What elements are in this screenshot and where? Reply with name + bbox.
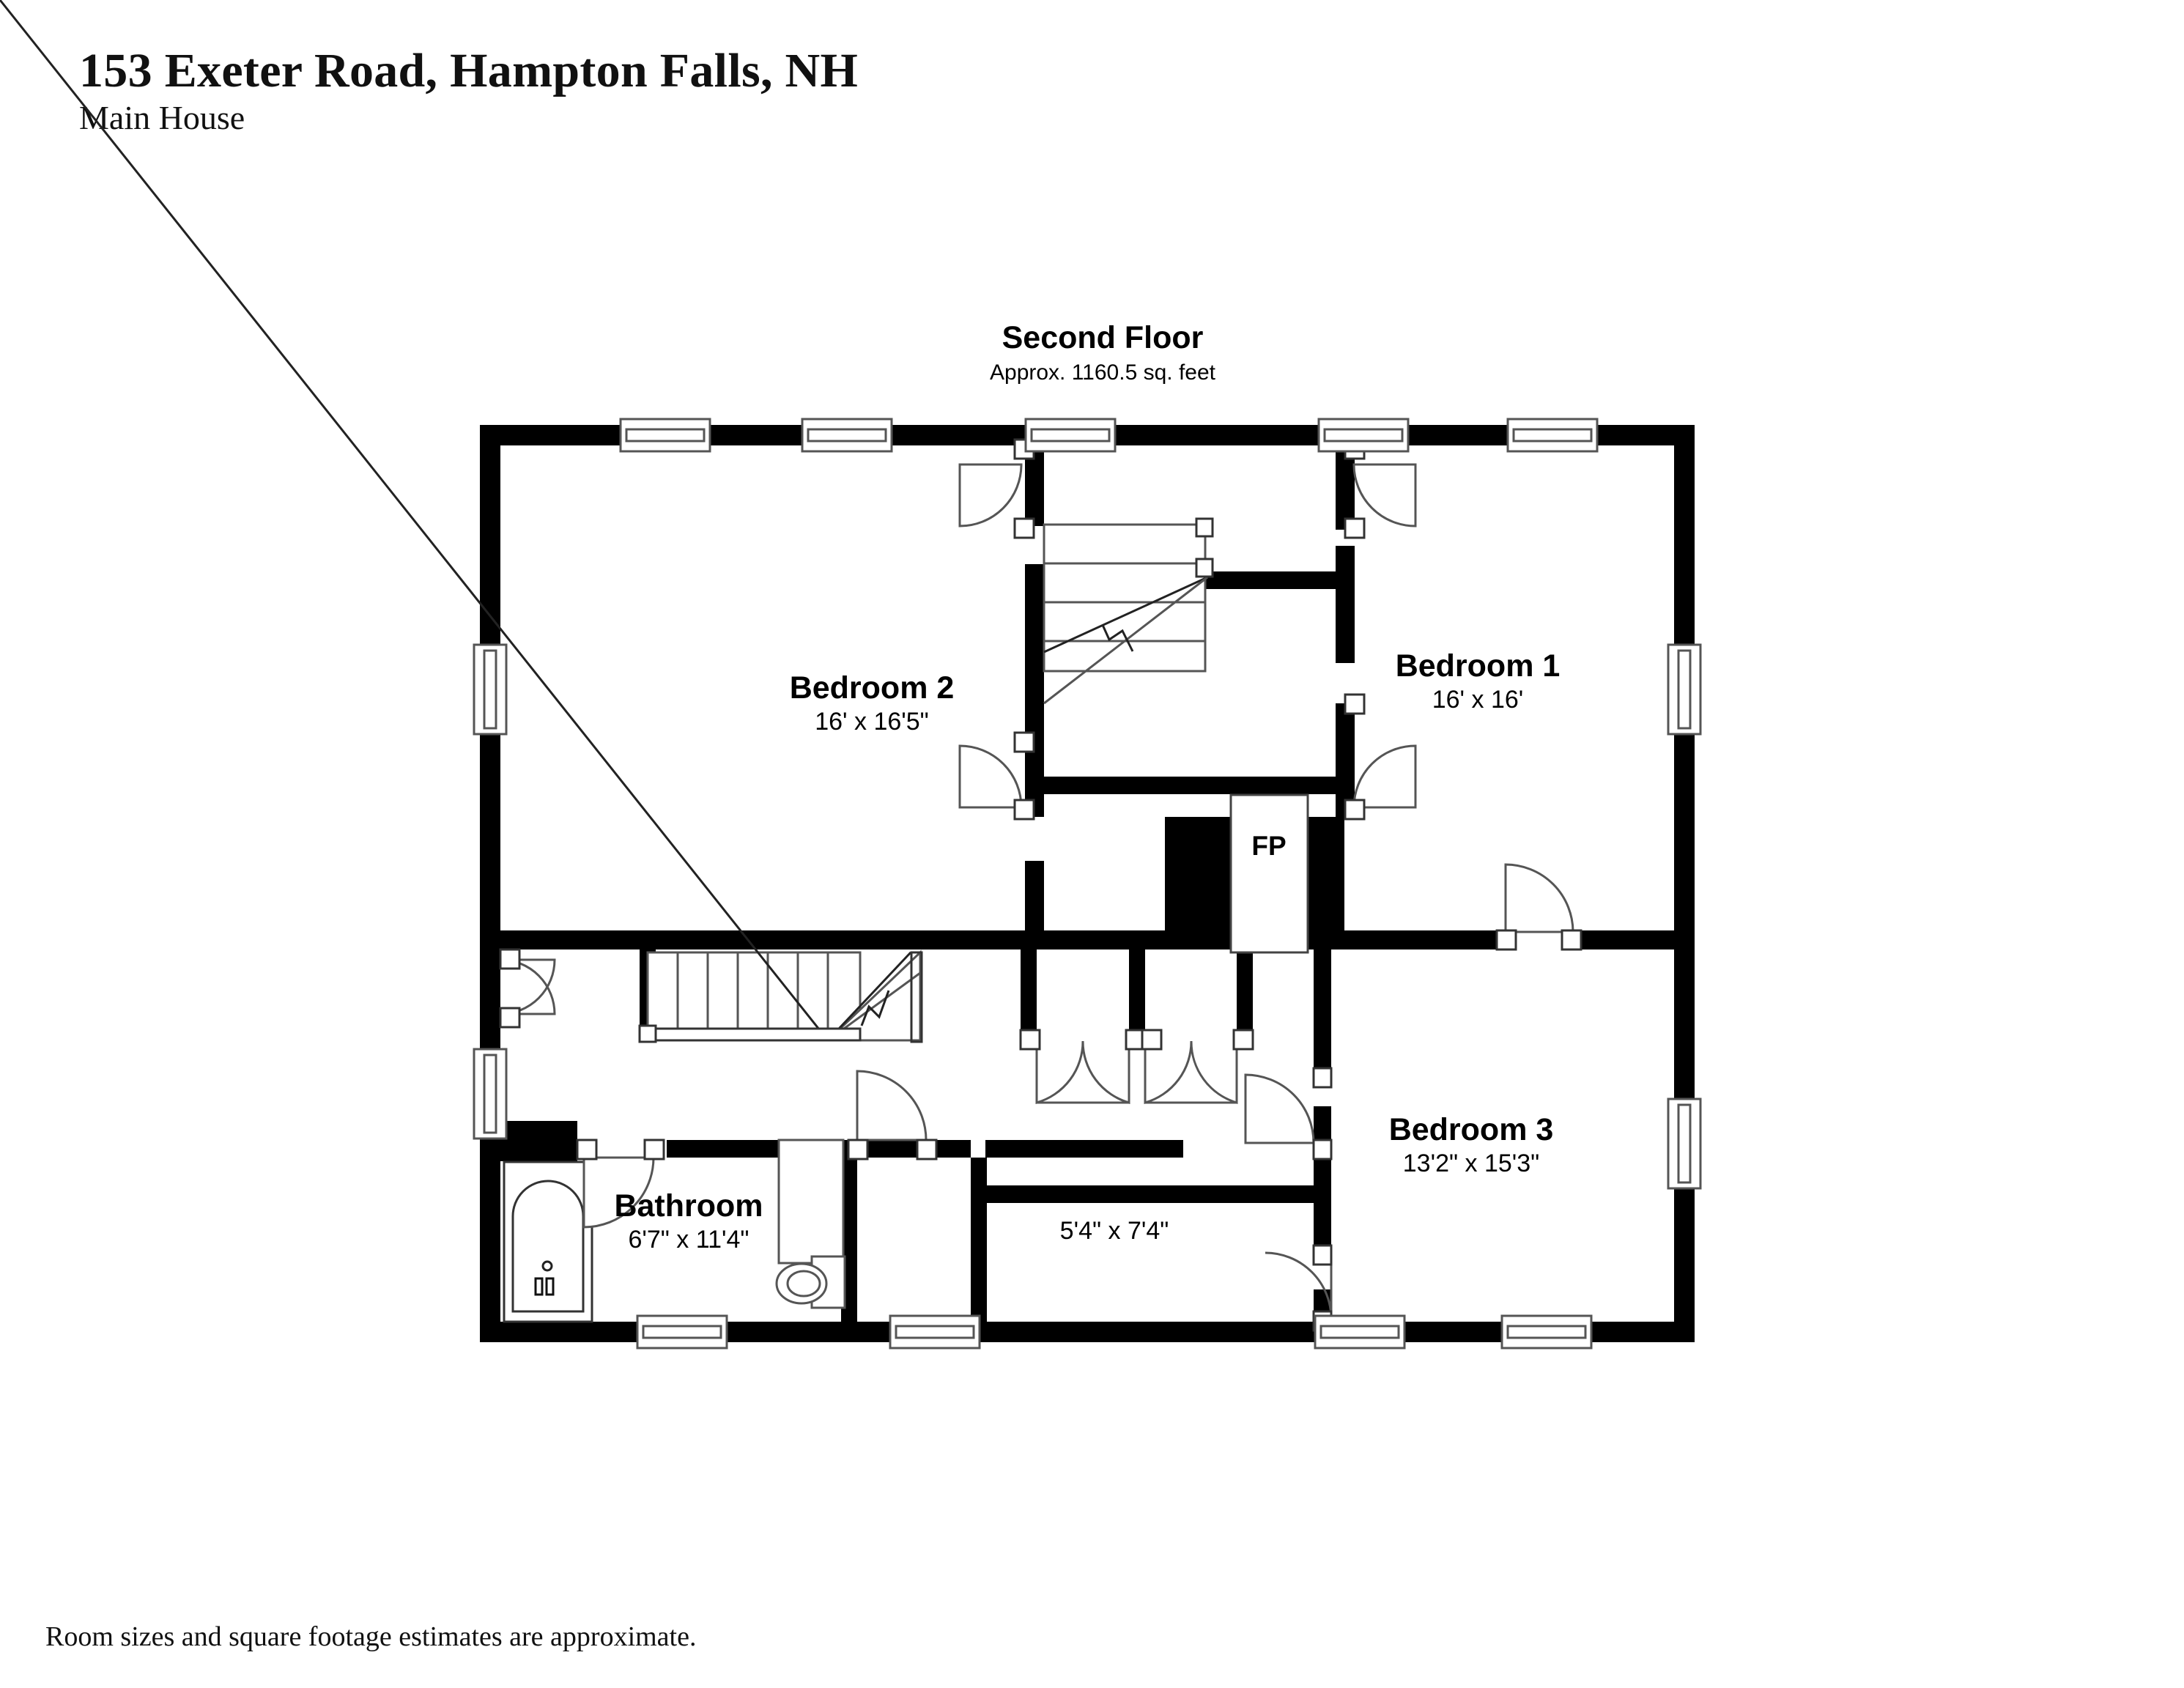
door-bedroom2-hall-top [958, 463, 1023, 528]
door-hall-closet-2 [1144, 1039, 1238, 1105]
room-name: Bedroom 2 [789, 670, 955, 706]
room-dimensions: 16' x 16' [1432, 686, 1524, 714]
window-right-1 [1667, 643, 1702, 736]
floor-name: Second Floor [1002, 320, 1204, 355]
window-left-2 [473, 1048, 508, 1140]
door-anteroom [856, 1070, 928, 1141]
floor-area: Approx. 1160.5 sq. feet [990, 360, 1215, 385]
room-dimensions: 5'4" x 7'4" [1059, 1217, 1169, 1245]
title-block: 153 Exeter Road, Hampton Falls, NH Main … [79, 45, 1691, 138]
building-subtitle: Main House [79, 99, 245, 137]
door-bedroom3-lower [1244, 1073, 1315, 1144]
doors [499, 438, 1583, 1332]
window-bottom-1 [636, 1314, 728, 1350]
floor-heading: Second Floor Approx. 1160.5 sq. feet [832, 320, 1374, 386]
disclaimer-note: Room sizes and square footage estimates … [45, 1621, 697, 1652]
window-bottom-2 [889, 1314, 981, 1350]
room-name: Bedroom 1 [1395, 648, 1561, 684]
door-bedroom1-hall-lower [1352, 744, 1417, 809]
fireplace-label: FP [1251, 831, 1287, 861]
bathtub-icon [503, 1160, 593, 1323]
window-bottom-3 [1314, 1314, 1406, 1350]
window-top-2 [801, 418, 893, 453]
room-dimensions: 16' x 16'5" [815, 708, 929, 736]
window-top-1 [619, 418, 711, 453]
bathroom-fixtures [503, 1139, 846, 1323]
room-dimensions: 6'7" x 11'4" [628, 1226, 749, 1254]
windows [473, 418, 1702, 1350]
window-right-2 [1667, 1097, 1702, 1190]
room-label-bedroom-3: Bedroom 3 13'2" x 15'3" [1389, 1112, 1554, 1179]
window-left-1 [473, 643, 508, 736]
door-bedroom3-upper [1504, 863, 1574, 933]
room-name: Bathroom [614, 1188, 763, 1224]
room-name: Bedroom 3 [1388, 1112, 1554, 1147]
vanity-icon [777, 1139, 845, 1265]
window-top-3 [1024, 418, 1117, 453]
room-dimensions: 13'2" x 15'3" [1402, 1150, 1540, 1178]
window-top-4 [1317, 418, 1410, 453]
stair-lower [0, 0, 923, 1043]
door-bedroom2-hall-lower [958, 744, 1023, 809]
door-small-closet [1265, 1251, 1333, 1319]
door-bedroom1-hall-top [1352, 463, 1417, 528]
window-bottom-4 [1500, 1314, 1593, 1350]
stair-upper [1043, 517, 1214, 705]
room-label-closet-small: 5'4" x 7'4" [1060, 1216, 1169, 1246]
door-bathroom [582, 1156, 655, 1229]
window-top-5 [1506, 418, 1599, 453]
toilet-icon [775, 1255, 846, 1309]
fireplace [1229, 793, 1309, 954]
door-hall-closet-1 [1035, 1039, 1130, 1104]
page-title: 153 Exeter Road, Hampton Falls, NH [79, 44, 859, 97]
